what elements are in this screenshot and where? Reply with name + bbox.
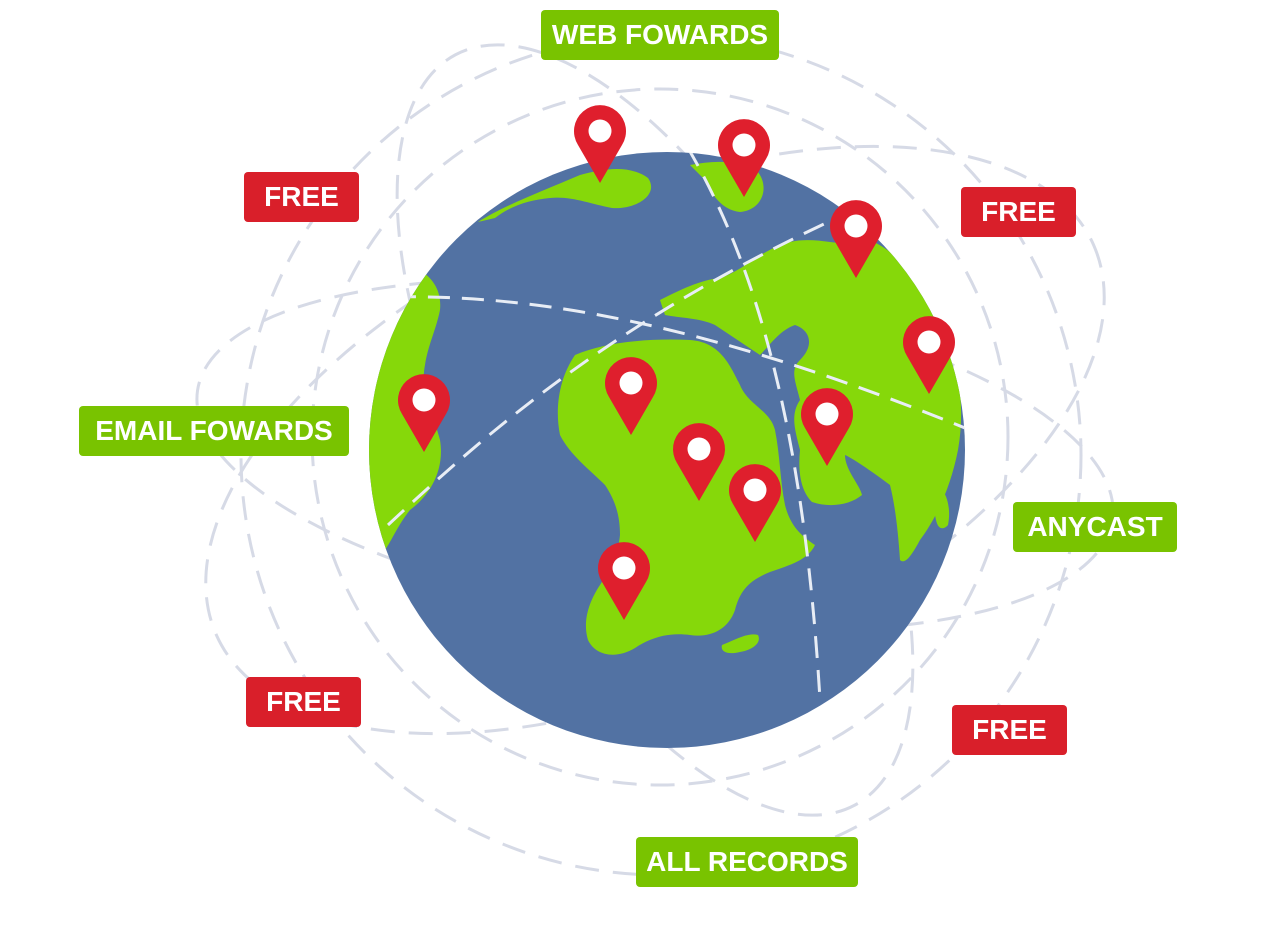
map-pin-dot — [917, 330, 941, 354]
map-pin-icon — [398, 374, 451, 452]
map-pin-dot — [412, 388, 436, 412]
anycast-tag: ANYCAST — [1013, 502, 1177, 552]
map-pin-icon — [903, 316, 956, 394]
map-pin-dot — [687, 437, 711, 461]
land-west — [369, 270, 441, 550]
globe-meridian-line — [648, 152, 822, 701]
land-island — [721, 634, 759, 654]
land-peninsula — [930, 480, 950, 529]
map-pin-body — [729, 464, 782, 542]
land-north-1 — [478, 169, 652, 222]
orbit-ring-inner — [310, 87, 1010, 787]
all-records-tag: ALL RECORDS — [636, 837, 858, 887]
email-forwards-tag: EMAIL FOWARDS — [79, 406, 349, 456]
map-pin-body — [673, 423, 725, 501]
map-pin-icon — [830, 200, 883, 278]
free-tag-top-left: FREE — [244, 172, 359, 222]
map-pin-dot — [619, 371, 643, 395]
free-tag-bottom-left: FREE — [246, 677, 361, 727]
map-pin-icon — [801, 388, 854, 466]
free-tag-bottom-right: FREE — [952, 705, 1067, 755]
pins — [398, 105, 956, 620]
map-pin-dot — [815, 402, 839, 426]
map-pin-body — [718, 119, 770, 197]
map-pin-body — [830, 200, 883, 278]
map-pin-icon — [605, 357, 658, 435]
map-pin-body — [598, 542, 650, 620]
free-tag-top-right: FREE — [961, 187, 1076, 237]
map-pin-icon — [718, 119, 770, 197]
map-pin-body — [574, 105, 626, 183]
web-forwards-tag: WEB FOWARDS — [541, 10, 779, 60]
map-pin-dot — [844, 214, 868, 238]
map-pin-body — [605, 357, 658, 435]
map-pin-body — [903, 316, 956, 394]
map-pin-body — [398, 374, 451, 452]
globe-latitude-line — [369, 295, 965, 432]
map-pin-dot — [612, 556, 636, 580]
map-pin-icon — [574, 105, 626, 183]
map-pin-dot — [588, 119, 612, 143]
map-pin-icon — [729, 464, 782, 542]
map-pin-icon — [673, 423, 725, 501]
map-pin-icon — [598, 542, 650, 620]
map-pin-body — [801, 388, 854, 466]
map-pin-dot — [743, 478, 767, 502]
map-pin-dot — [732, 133, 756, 157]
